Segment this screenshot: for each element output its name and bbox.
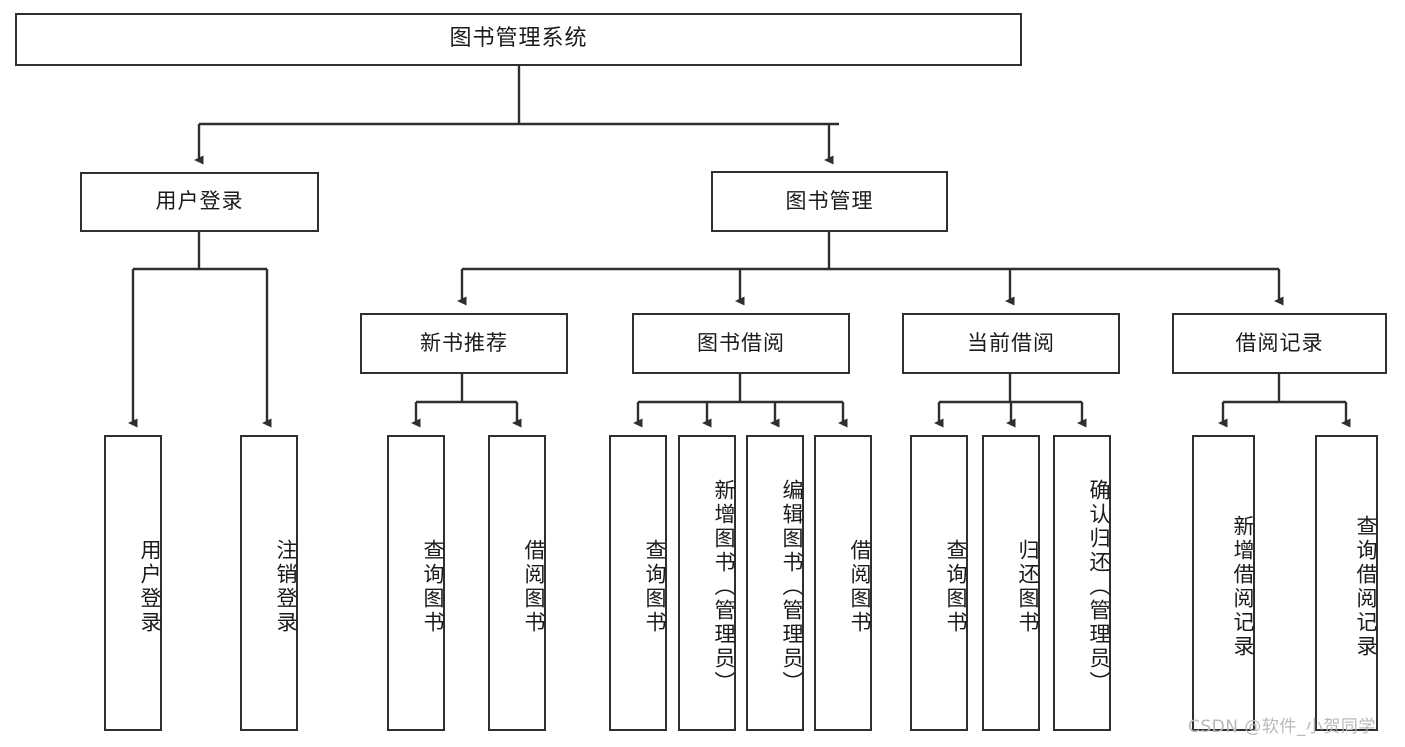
- node-book-manage-label: 图书管理: [785, 188, 874, 213]
- node-new-book-rec-label: 新书推荐: [420, 330, 508, 355]
- node-borrow-record-label: 借阅记录: [1235, 330, 1324, 355]
- node-leaf-add-book[interactable]: 新增图书（管理员）: [678, 435, 736, 731]
- node-leaf-query-book-2[interactable]: 查询图书: [609, 435, 667, 731]
- node-leaf-add-record-label: 新增借阅记录: [1231, 515, 1255, 659]
- node-leaf-confirm-return-label: 确认归还（管理员）: [1087, 479, 1111, 695]
- node-current-borrow-label: 当前借阅: [967, 330, 1055, 355]
- node-new-book-rec[interactable]: 新书推荐: [360, 313, 568, 374]
- node-leaf-borrow-book-1-label: 借阅图书: [522, 539, 546, 635]
- node-leaf-logout[interactable]: 注销登录: [240, 435, 298, 731]
- node-root-label: 图书管理系统: [449, 26, 588, 52]
- node-leaf-confirm-return[interactable]: 确认归还（管理员）: [1053, 435, 1111, 731]
- node-leaf-query-book-3[interactable]: 查询图书: [910, 435, 968, 731]
- node-leaf-add-book-label: 新增图书（管理员）: [712, 479, 736, 695]
- node-leaf-return-book-label: 归还图书: [1016, 539, 1040, 635]
- node-leaf-add-record[interactable]: 新增借阅记录: [1192, 435, 1255, 731]
- node-leaf-query-book-1[interactable]: 查询图书: [387, 435, 445, 731]
- node-root[interactable]: 图书管理系统: [15, 13, 1022, 66]
- node-leaf-query-record[interactable]: 查询借阅记录: [1315, 435, 1378, 731]
- node-leaf-logout-label: 注销登录: [274, 539, 298, 635]
- node-leaf-query-book-3-label: 查询图书: [944, 539, 968, 635]
- node-user-login-label: 用户登录: [155, 189, 244, 214]
- csdn-watermark: CSDN @软件_小贺同学: [1188, 717, 1376, 737]
- node-leaf-borrow-book-2[interactable]: 借阅图书: [814, 435, 872, 731]
- node-book-borrow[interactable]: 图书借阅: [632, 313, 850, 374]
- node-leaf-edit-book[interactable]: 编辑图书（管理员）: [746, 435, 804, 731]
- node-leaf-query-record-label: 查询借阅记录: [1354, 515, 1378, 659]
- node-leaf-user-login-label: 用户登录: [138, 539, 162, 635]
- node-leaf-borrow-book-1[interactable]: 借阅图书: [488, 435, 546, 731]
- node-leaf-query-book-2-label: 查询图书: [643, 539, 667, 635]
- node-borrow-record[interactable]: 借阅记录: [1172, 313, 1387, 374]
- node-book-manage[interactable]: 图书管理: [711, 171, 948, 232]
- node-leaf-edit-book-label: 编辑图书（管理员）: [780, 479, 804, 695]
- node-user-login[interactable]: 用户登录: [80, 172, 319, 232]
- node-leaf-user-login[interactable]: 用户登录: [104, 435, 162, 731]
- node-leaf-return-book[interactable]: 归还图书: [982, 435, 1040, 731]
- node-leaf-query-book-1-label: 查询图书: [421, 539, 445, 635]
- node-leaf-borrow-book-2-label: 借阅图书: [848, 539, 872, 635]
- node-current-borrow[interactable]: 当前借阅: [902, 313, 1120, 374]
- node-book-borrow-label: 图书借阅: [697, 330, 785, 355]
